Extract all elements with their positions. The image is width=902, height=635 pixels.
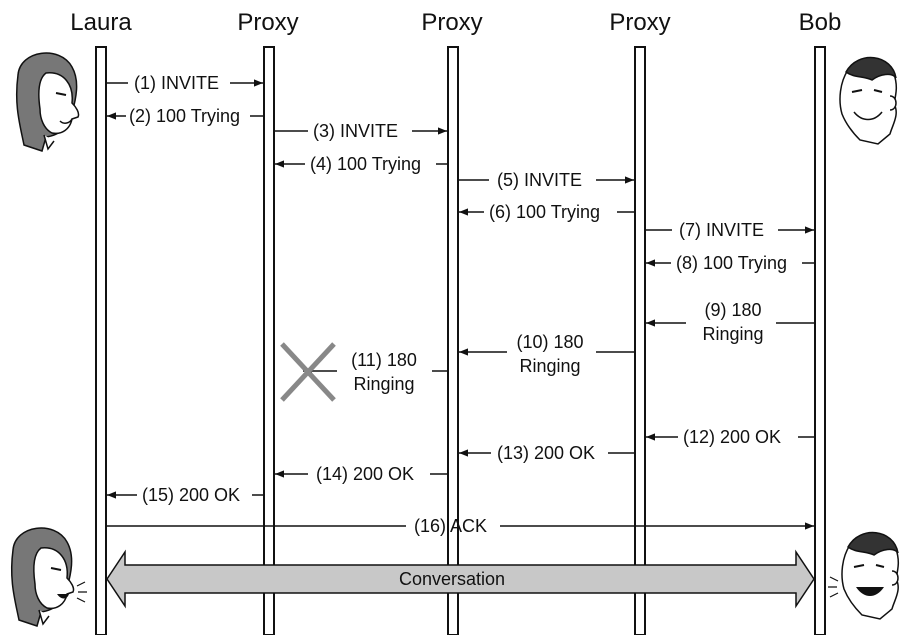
msg-8-label: (8) 100 Trying [676,253,787,273]
participant-laura: Laura [70,9,132,36]
participant-proxy-1: Proxy [237,9,298,36]
lost-message-x-icon [282,344,334,400]
msg-14-label: (14) 200 OK [316,464,414,484]
lifeline-bob [815,47,825,635]
lifeline-proxy-3 [635,47,645,635]
msg-4-label: (4) 100 Trying [310,154,421,174]
msg-9-label-line2: Ringing [702,324,763,344]
bob-face-icon [840,58,896,144]
bob-speaking-face-icon [828,533,898,619]
message-layer: (1) INVITE (2) 100 Trying (3) INVITE (4)… [107,73,814,536]
lifeline-proxy-2 [448,47,458,635]
msg-12-label: (12) 200 OK [683,427,781,447]
msg-10-label-line2: Ringing [519,356,580,376]
msg-11-label-line1: (11) 180 [351,350,417,370]
msg-13-label: (13) 200 OK [497,443,595,463]
msg-16-label: (16) ACK [414,516,487,536]
participant-bob: Bob [799,9,842,36]
msg-3-label: (3) INVITE [313,121,398,141]
msg-1-label: (1) INVITE [134,73,219,93]
msg-6-label: (6) 100 Trying [489,202,600,222]
lifeline-proxy-1 [264,47,274,635]
msg-2-label: (2) 100 Trying [129,106,240,126]
participant-proxy-3: Proxy [609,9,670,36]
msg-15-label: (15) 200 OK [142,485,240,505]
laura-face-icon [17,53,79,151]
lifeline-laura [96,47,106,635]
msg-11-label-line2: Ringing [353,374,414,394]
msg-5-label: (5) INVITE [497,170,582,190]
participant-proxy-2: Proxy [421,9,482,36]
conversation-label: Conversation [399,569,505,589]
msg-10-label-line1: (10) 180 [516,332,583,352]
msg-7-label: (7) INVITE [679,220,764,240]
msg-9-label-line1: (9) 180 [704,300,761,320]
conversation-double-arrow: Conversation [107,552,814,606]
laura-speaking-face-icon [12,528,87,626]
